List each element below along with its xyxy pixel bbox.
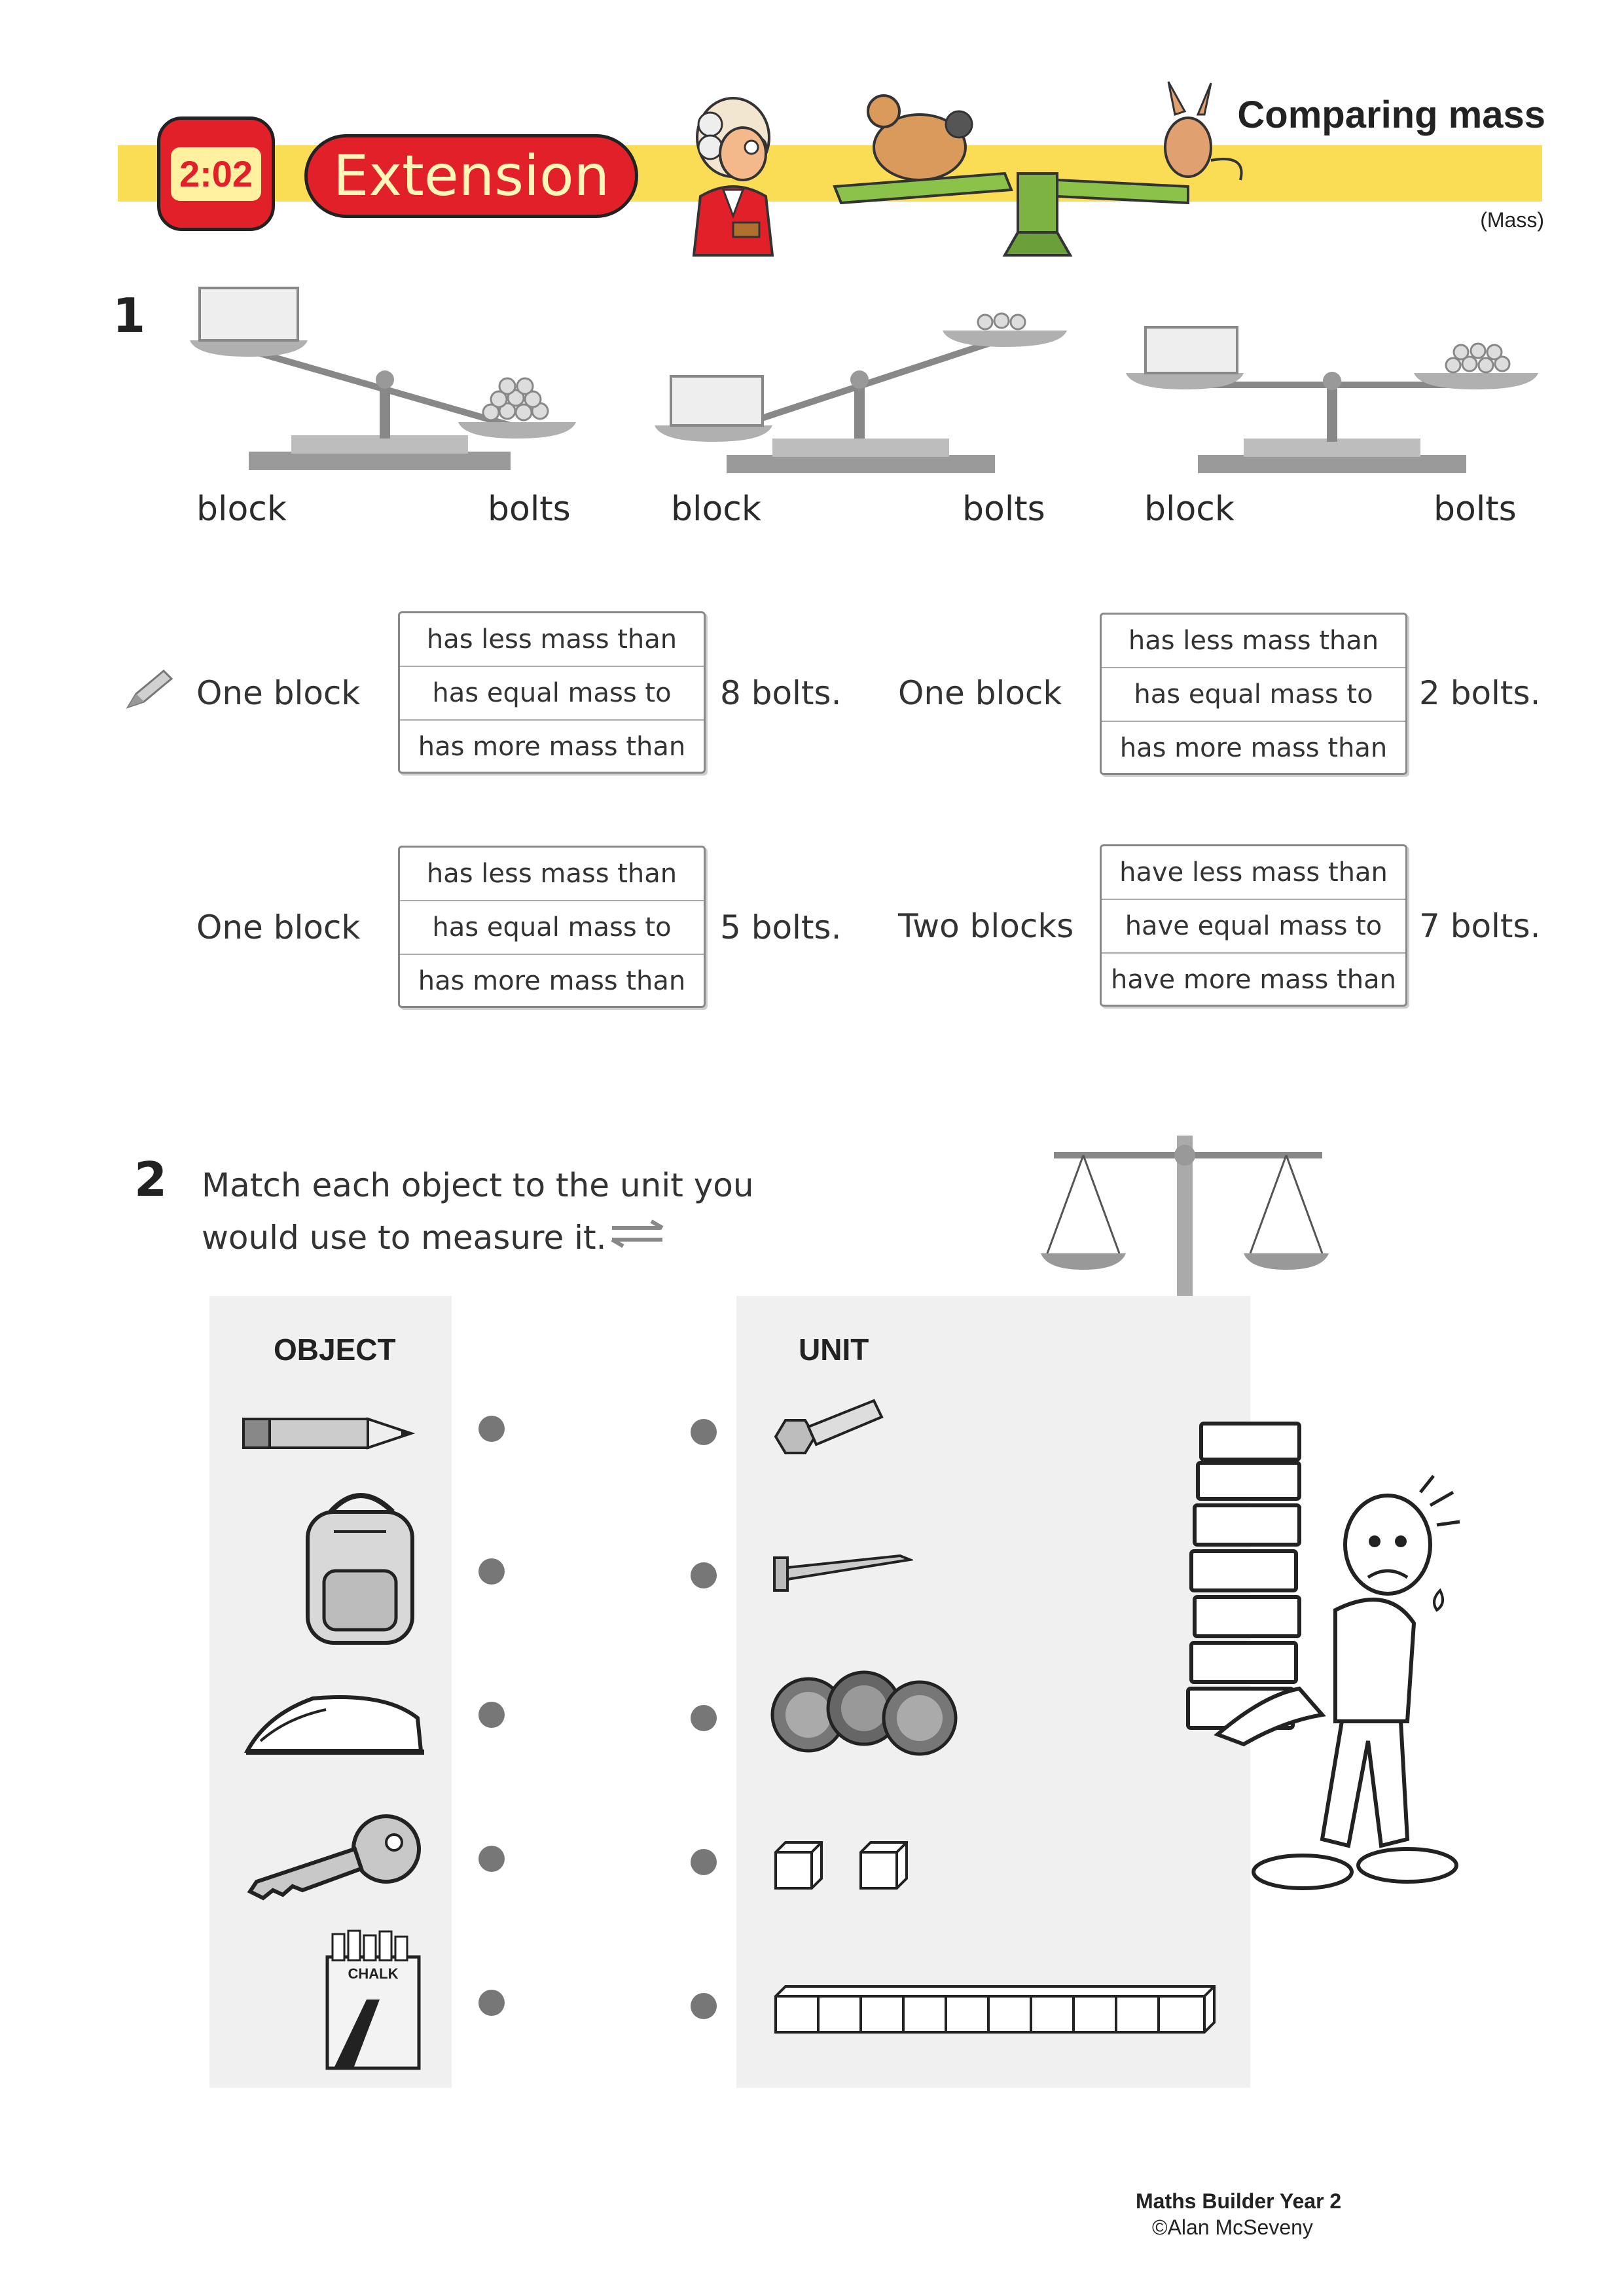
marbles-icon [770,1670,958,1756]
object-dot[interactable] [478,1558,505,1585]
question-2-number: 2 [134,1152,168,1207]
scale-1-right-label: bolts [488,490,571,529]
unit-dot[interactable] [691,1419,717,1445]
question-2-instruction-line1: Match each object to the unit you [202,1166,754,1204]
footer-copyright: ©Alan McSeveny [1152,2215,1313,2239]
object-column-header: OBJECT [274,1333,396,1367]
choice-option[interactable]: have less mass than [1102,846,1405,900]
statement-4-choices: have less mass than have equal mass to h… [1100,844,1407,1007]
man-carrying-blocks-cartoon-icon [1186,1422,1460,1890]
object-dot[interactable] [478,1416,505,1442]
object-dot[interactable] [478,1990,505,2016]
scale-3-illustration [1126,326,1538,473]
choice-option[interactable]: has more mass than [1119,733,1388,763]
scale-3-left-label: block [1144,490,1235,529]
key-icon [247,1814,421,1901]
statement-2-choices: has less mass than has equal mass to has… [1100,613,1407,775]
page-subtitle: (Mass) [1480,208,1544,232]
question-2-instruction-line2: would use to measure it. [202,1219,607,1257]
statement-2-object: 2 bolts. [1419,674,1541,712]
statement-2-subject: One block [898,674,1062,712]
page-title: Comparing mass [1237,94,1545,136]
unit-dot[interactable] [691,1705,717,1731]
chalk-label: CHALK [348,1965,399,1982]
two-cubes-icon [774,1841,908,1890]
cube-row-icon [774,1985,1216,2034]
unit-dot[interactable] [691,1993,717,2019]
statement-1-object: 8 bolts. [720,674,842,712]
choice-option[interactable]: have equal mass to [1102,900,1405,954]
backpack-icon [306,1493,414,1645]
statement-4-subject: Two blocks [898,907,1074,945]
choice-option[interactable]: have more mass than [1111,965,1396,995]
eraser-icon [244,1695,424,1755]
scale-2-right-label: bolts [962,490,1045,529]
choice-option[interactable]: has equal mass to [1102,668,1405,722]
footer-book-title: Maths Builder Year 2 [1136,2189,1342,2213]
statement-3-subject: One block [196,908,361,946]
statement-1-subject: One block [196,674,361,712]
bolt-icon [774,1399,884,1454]
scale-1-left-label: block [196,490,287,529]
choice-option[interactable]: has more mass than [418,966,686,996]
unit-column-header: UNIT [799,1333,869,1367]
judge-cartoon-icon [692,97,774,257]
choice-option[interactable]: has less mass than [400,613,704,667]
choice-option[interactable]: has equal mass to [400,901,704,955]
scale-2-illustration [655,312,1067,473]
statement-4-object: 7 bolts. [1419,907,1541,945]
choice-option[interactable]: has more mass than [418,732,686,762]
object-dot[interactable] [478,1846,505,1872]
match-arrows-icon [611,1219,664,1248]
choice-option[interactable]: has equal mass to [400,667,704,721]
section-badge: 2:02 [157,117,275,231]
unit-dot[interactable] [691,1562,717,1588]
choice-option[interactable]: has less mass than [1102,615,1405,668]
nail-icon [773,1554,913,1592]
scale-2-left-label: block [671,490,761,529]
statement-3-object: 5 bolts. [720,908,842,946]
choice-option[interactable]: has less mass than [400,848,704,901]
unit-dot[interactable] [691,1849,717,1875]
scale-1-illustration [190,287,576,470]
object-dot[interactable] [478,1702,505,1728]
section-number: 2:02 [171,147,261,201]
pencil-marker-icon [126,669,173,709]
pencil-icon [242,1417,416,1450]
balance-animals-cartoon-icon [833,81,1243,257]
statement-1-choices: has less mass than has equal mass to has… [398,611,706,774]
section-title: Extension [304,134,638,218]
question-1-number: 1 [113,288,146,343]
statement-3-choices: has less mass than has equal mass to has… [398,846,706,1008]
chalk-box-icon: CHALK [325,1929,421,2070]
scale-3-right-label: bolts [1434,490,1517,529]
